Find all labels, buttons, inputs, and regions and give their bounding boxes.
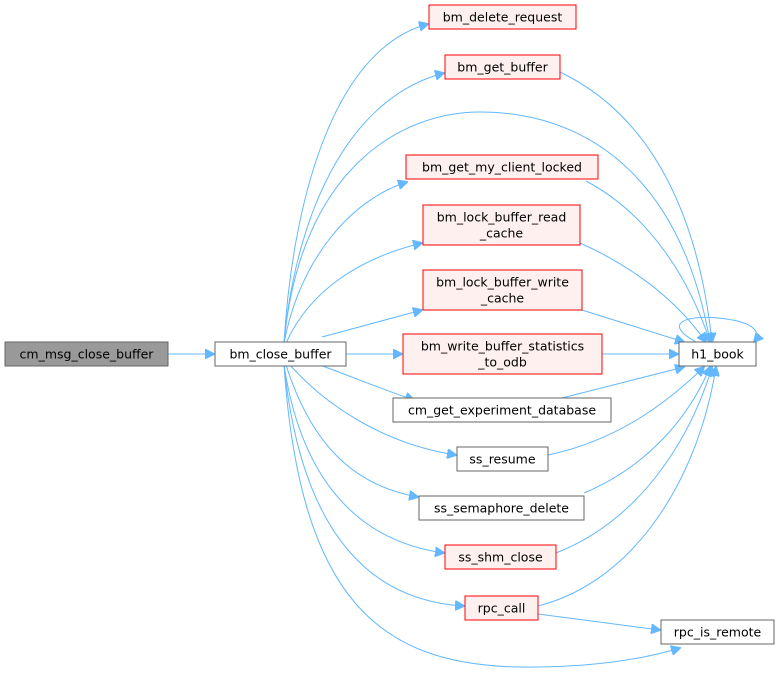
- node-h1-book[interactable]: h1_book: [678, 341, 757, 367]
- node-bm-lock-buffer-write-cache[interactable]: bm_lock_buffer_write_cache: [422, 269, 583, 311]
- node-label: _cache: [479, 226, 524, 241]
- edge-to-bm-lock-buffer-write-cache: [321, 310, 422, 338]
- edge-to-bm-lock-buffer-read-cache: [285, 243, 422, 344]
- node-label: rpc_call: [478, 601, 526, 616]
- node-ss-shm-close[interactable]: ss_shm_close: [444, 544, 557, 570]
- edge-bm-get-buffer-to-h1-book: [559, 71, 712, 342]
- node-box: [392, 397, 612, 423]
- node-label: bm_get_my_client_locked: [422, 160, 582, 175]
- node-label: ss_semaphore_delete: [434, 501, 569, 516]
- edge-h1-book-self-loop: [679, 316, 756, 342]
- node-box: [444, 54, 561, 80]
- node-label: bm_get_buffer: [457, 60, 548, 75]
- node-box: [422, 204, 581, 246]
- node-box: [4, 341, 169, 367]
- node-label: _cache: [480, 291, 525, 306]
- node-rpc-call[interactable]: rpc_call: [464, 595, 539, 621]
- node-box: [678, 341, 757, 367]
- node-cm-get-experiment-database[interactable]: cm_get_experiment_database: [392, 397, 612, 423]
- node-box: [464, 595, 539, 621]
- node-label: bm_close_buffer: [229, 347, 332, 362]
- node-box: [660, 619, 775, 645]
- edge-to-ss-resume: [289, 364, 456, 455]
- node-bm-write-buffer-statistics-to-odb[interactable]: bm_write_buffer_statistics_to_odb: [402, 333, 603, 375]
- edge-cm-get-experiment-database-to-h1-book: [561, 367, 684, 399]
- edge-close-buffer-to-rpc-is-remote: [283, 364, 680, 668]
- edge-rpc-call-to-h1-book: [537, 367, 716, 607]
- edge-to-bm-get-buffer: [283, 73, 444, 344]
- node-label: ss_shm_close: [458, 550, 543, 565]
- node-bm-get-buffer[interactable]: bm_get_buffer: [444, 54, 561, 80]
- node-label: h1_book: [691, 347, 744, 362]
- edge-bm-get-my-client-locked-to-h1-book: [585, 180, 710, 342]
- edge-ss-shm-close-to-h1-book: [555, 367, 712, 554]
- node-bm-delete-request[interactable]: bm_delete_request: [428, 4, 577, 30]
- node-label: bm_lock_buffer_read: [437, 210, 567, 225]
- edge-to-bm-get-my-client-locked: [283, 182, 407, 344]
- nodes: cm_msg_close_buffer bm_close_buffer bm_del…: [4, 4, 775, 645]
- node-box: [456, 446, 549, 472]
- node-box: [428, 4, 577, 30]
- node-bm-get-my-client-locked[interactable]: bm_get_my_client_locked: [405, 154, 599, 180]
- node-label: _to_odb: [477, 355, 527, 370]
- edge-ss-semaphore-delete-to-h1-book: [583, 367, 710, 494]
- node-box: [405, 154, 599, 180]
- node-ss-semaphore-delete[interactable]: ss_semaphore_delete: [418, 495, 585, 521]
- edge-to-bm-delete-request: [283, 24, 428, 344]
- edge-close-buffer-to-h1-book-top: [283, 111, 710, 343]
- node-label: cm_msg_close_buffer: [20, 347, 155, 362]
- edge-bm-lock-buffer-read-cache-to-h1-book: [579, 242, 706, 342]
- edge-rpc-call-to-rpc-is-remote: [537, 613, 660, 630]
- node-bm-lock-buffer-read-cache[interactable]: bm_lock_buffer_read_cache: [422, 204, 581, 246]
- edge-ss-resume-to-h1-book: [547, 367, 704, 456]
- node-box: [418, 495, 585, 521]
- node-label: bm_lock_buffer_write: [436, 275, 569, 290]
- edge-to-ss-semaphore-delete: [285, 364, 418, 497]
- node-label: cm_get_experiment_database: [408, 403, 596, 418]
- edges: [168, 24, 757, 668]
- node-label: bm_write_buffer_statistics: [421, 339, 584, 354]
- node-box: [422, 269, 583, 311]
- node-rpc-is-remote[interactable]: rpc_is_remote: [660, 619, 775, 645]
- node-box: [214, 341, 347, 367]
- node-label: bm_delete_request: [443, 10, 563, 25]
- node-ss-resume[interactable]: ss_resume: [456, 446, 549, 472]
- edge-to-cm-get-experiment-database: [319, 364, 414, 400]
- node-cm-msg-close-buffer[interactable]: cm_msg_close_buffer: [4, 341, 169, 367]
- node-box: [444, 544, 557, 570]
- node-bm-close-buffer[interactable]: bm_close_buffer: [214, 341, 347, 367]
- edge-bm-lock-buffer-write-cache-to-h1-book: [581, 309, 684, 342]
- edge-to-rpc-call: [283, 364, 464, 606]
- edge-to-ss-shm-close: [283, 364, 444, 553]
- node-box: [402, 333, 603, 375]
- node-label: rpc_is_remote: [674, 625, 762, 640]
- node-label: ss_resume: [469, 452, 535, 467]
